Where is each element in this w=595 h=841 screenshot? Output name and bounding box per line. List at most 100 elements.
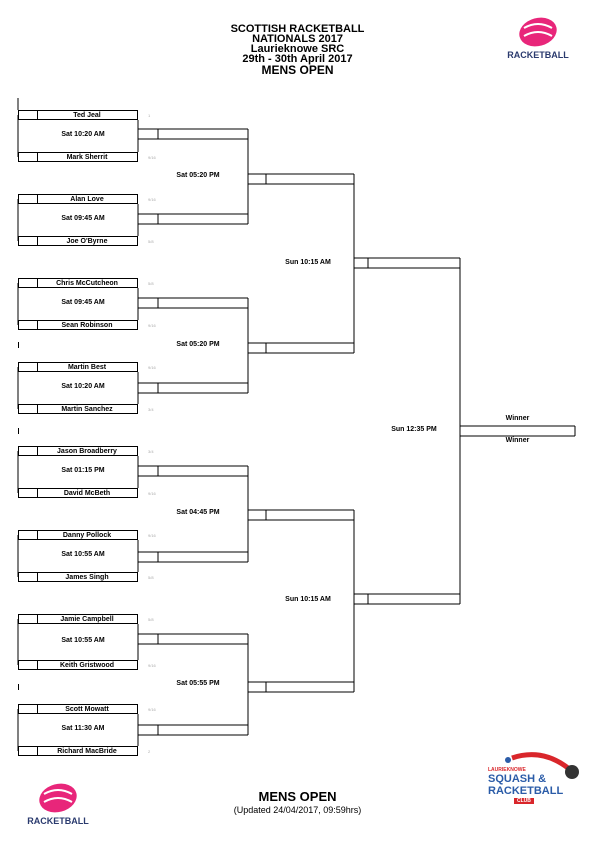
slot-checkbox (19, 153, 38, 161)
winner-label-top: Winner (505, 415, 530, 422)
player-name: James Singh (65, 574, 109, 581)
player-slot: Jamie Campbell (18, 614, 138, 624)
round1-time: Sat 10:20 AM (61, 383, 105, 390)
winner-label-bottom: Winner (505, 437, 530, 444)
footer-updated: (Updated 24/04/2017, 09:59hrs) (233, 805, 362, 815)
round1-time: Sat 11:30 AM (61, 725, 105, 732)
round1-time: Sat 09:45 AM (61, 215, 105, 222)
slot-checkbox (19, 447, 38, 455)
qf-time: Sat 05:20 PM (176, 171, 220, 179)
player-name: Joe O'Byrne (66, 238, 108, 245)
seed-label: 5/8 (148, 575, 154, 580)
qf-time: Sat 05:55 PM (176, 679, 220, 687)
player-name: Scott Mowatt (65, 706, 109, 713)
racketball-logo-top: RACKETBALL (498, 14, 578, 62)
slot-checkbox (19, 615, 38, 623)
player-slot: Mark Sherrit (18, 152, 138, 162)
club-logo-line4: CLUB (514, 798, 534, 804)
round1-time: Sat 10:20 AM (61, 131, 105, 138)
seed-label: 5/8 (148, 281, 154, 286)
player-slot: Scott Mowatt (18, 704, 138, 714)
seed-label: 9/16 (148, 707, 156, 712)
player-name: Richard MacBride (57, 748, 117, 755)
seed-label: 1 (148, 113, 151, 118)
player-slot: Jason Broadberry (18, 446, 138, 456)
club-logo-line2: SQUASH & (488, 773, 547, 785)
footer-title: MENS OPEN (258, 789, 337, 804)
slot-checkbox (19, 661, 38, 669)
player-name: David McBeth (63, 490, 111, 497)
racketball-logo-text: RACKETBALL (27, 816, 89, 826)
title-line-4: 29th - 30th April 2017 (242, 53, 353, 65)
seed-label: 3/4 (148, 407, 154, 412)
racketball-ball-icon (39, 783, 77, 813)
racketball-logo-text: RACKETBALL (507, 50, 569, 60)
round1-time: Sat 01:15 PM (61, 467, 105, 474)
slot-checkbox (19, 705, 38, 713)
player-slot: Alan Love (18, 194, 138, 204)
qf-time: Sat 05:20 PM (176, 340, 220, 348)
slot-checkbox (19, 747, 38, 755)
seed-label: 2 (148, 749, 151, 754)
seed-label: 9/16 (148, 155, 156, 160)
player-slot: James Singh (18, 572, 138, 582)
player-slot: Martin Best (18, 362, 138, 372)
title-line-1: SCOTTISH RACKETBALL (230, 23, 365, 35)
seed-label: 9/16 (148, 491, 156, 496)
slot-checkbox (19, 489, 38, 497)
player-slot: Ted Jeal (18, 110, 138, 120)
round1-time: Sat 10:55 AM (61, 551, 105, 558)
seed-label: 3/4 (148, 449, 154, 454)
slot-checkbox (19, 531, 38, 539)
bracket-tick (18, 428, 19, 434)
player-slot: Martin Sanchez (18, 404, 138, 414)
slot-checkbox (19, 195, 38, 203)
player-slot: Keith Gristwood (18, 660, 138, 670)
slot-checkbox (19, 363, 38, 371)
title-line-2: NATIONALS 2017 (252, 33, 343, 45)
final-time: Sun 12:35 PM (391, 426, 437, 433)
player-name: Mark Sherrit (66, 154, 108, 161)
sf-time: Sun 10:15 AM (285, 596, 331, 603)
slot-checkbox (19, 279, 38, 287)
club-logo-graphic (505, 752, 579, 779)
player-slot: Sean Robinson (18, 320, 138, 330)
player-slot: Chris McCutcheon (18, 278, 138, 288)
player-slot: Richard MacBride (18, 746, 138, 756)
seed-label: 9/16 (148, 323, 156, 328)
player-name: Danny Pollock (62, 532, 112, 539)
player-slot: Danny Pollock (18, 530, 138, 540)
player-name: Jason Broadberry (57, 448, 117, 455)
seed-label: 9/16 (148, 663, 156, 668)
club-logo-line3: RACKETBALL (488, 785, 564, 797)
club-logo: LAURIEKNOWE SQUASH & RACKETBALL CLUB (482, 752, 582, 812)
round1-time: Sat 09:45 AM (61, 299, 105, 306)
player-name: Jamie Campbell (60, 616, 114, 623)
club-logo-line1: LAURIEKNOWE (488, 767, 526, 773)
player-name: Sean Robinson (61, 322, 113, 329)
slot-checkbox (19, 237, 38, 245)
round1-time: Sat 10:55 AM (61, 637, 105, 644)
slot-checkbox (19, 321, 38, 329)
bracket-tick (18, 342, 19, 348)
seed-label: 5/8 (148, 239, 154, 244)
slot-checkbox (19, 111, 38, 119)
seed-label: 9/16 (148, 365, 156, 370)
racketball-logo-bottom: RACKETBALL (18, 780, 98, 828)
bracket-tick (18, 684, 19, 690)
seed-label: 9/16 (148, 533, 156, 538)
event-title: MENS OPEN (261, 63, 334, 77)
player-name: Martin Best (67, 364, 107, 371)
player-name: Ted Jeal (73, 112, 101, 119)
player-name: Chris McCutcheon (56, 280, 118, 287)
slot-checkbox (19, 573, 38, 581)
player-name: Keith Gristwood (59, 662, 115, 669)
qf-time: Sat 04:45 PM (176, 509, 220, 516)
title-line-3: Laurieknowe SRC (250, 43, 345, 55)
player-name: Alan Love (70, 196, 104, 203)
player-name: Martin Sanchez (61, 406, 113, 413)
seed-label: 5/8 (148, 617, 154, 622)
slot-checkbox (19, 405, 38, 413)
sf-time: Sun 10:15 AM (285, 258, 331, 266)
